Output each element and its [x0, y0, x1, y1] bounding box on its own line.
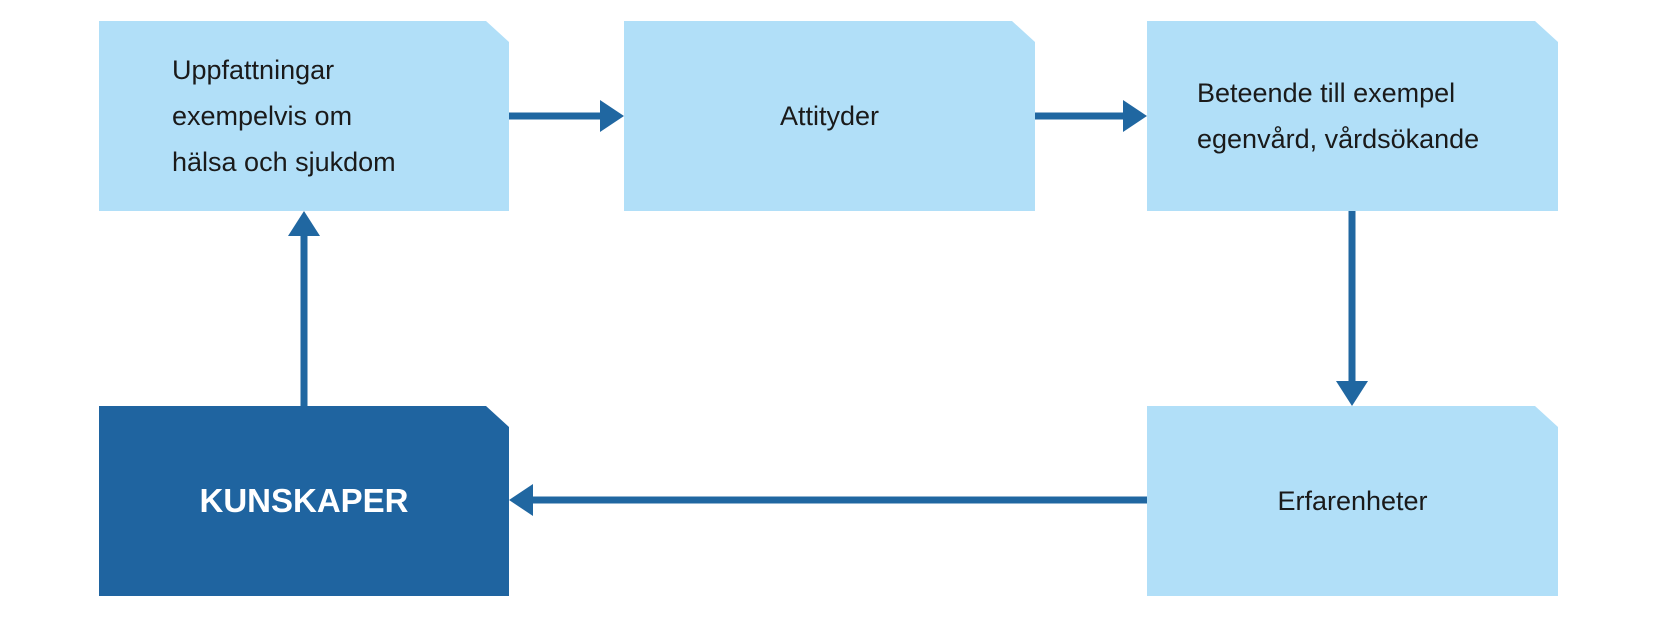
node-shape: [1147, 21, 1558, 211]
arrow-head: [509, 484, 533, 516]
node-uppfattningar: Uppfattningar exempelvis om hälsa och sj…: [99, 21, 509, 211]
arrow-erfarenheter-to-kunskaper: [509, 484, 1147, 516]
node-beteende: Beteende till exempel egenvård, vårdsöka…: [1147, 21, 1558, 211]
node-shape: [624, 21, 1035, 211]
node-background: [1147, 21, 1558, 211]
node-background: [99, 406, 509, 596]
node-label-line: Uppfattningar: [172, 55, 335, 85]
node-label-line: exempelvis om: [172, 101, 353, 131]
node-shape: [99, 21, 509, 211]
node-background: [1147, 406, 1558, 596]
node-label: Beteende till exempel egenvård, vårdsöka…: [1197, 70, 1479, 162]
node-label-line: Beteende till exempel: [1197, 78, 1456, 108]
node-shape: [1147, 406, 1558, 596]
node-label: Uppfattningar exempelvis om hälsa och sj…: [172, 47, 396, 185]
arrow-head: [288, 211, 320, 236]
node-label: Erfarenheter: [1277, 478, 1427, 524]
node-label-line: hälsa och sjukdom: [172, 147, 396, 177]
arrow-beteende-to-erfarenheter: [1336, 211, 1368, 406]
node-attityder: Attityder: [624, 21, 1035, 211]
arrow-attityder-to-beteende: [1035, 100, 1147, 132]
arrow-head: [1123, 100, 1147, 132]
node-label-line: Attityder: [779, 101, 880, 131]
arrow-head: [600, 100, 624, 132]
node-shape: [99, 406, 509, 596]
node-background: [624, 21, 1035, 211]
arrow-head: [1336, 381, 1368, 406]
node-label: Attityder: [780, 93, 879, 139]
node-erfarenheter: Erfarenheter: [1147, 406, 1558, 596]
arrow-uppfattningar-to-attityder: [509, 100, 624, 132]
node-label-line: egenvård, vårdsökande: [1197, 124, 1480, 154]
node-background: [99, 21, 509, 211]
node-label: KUNSKAPER: [199, 478, 408, 524]
arrow-kunskaper-to-uppfattningar: [288, 211, 320, 406]
node-label-line: Erfarenheter: [1277, 486, 1428, 516]
node-label-line: KUNSKAPER: [199, 482, 409, 519]
node-kunskaper: KUNSKAPER: [99, 406, 509, 596]
